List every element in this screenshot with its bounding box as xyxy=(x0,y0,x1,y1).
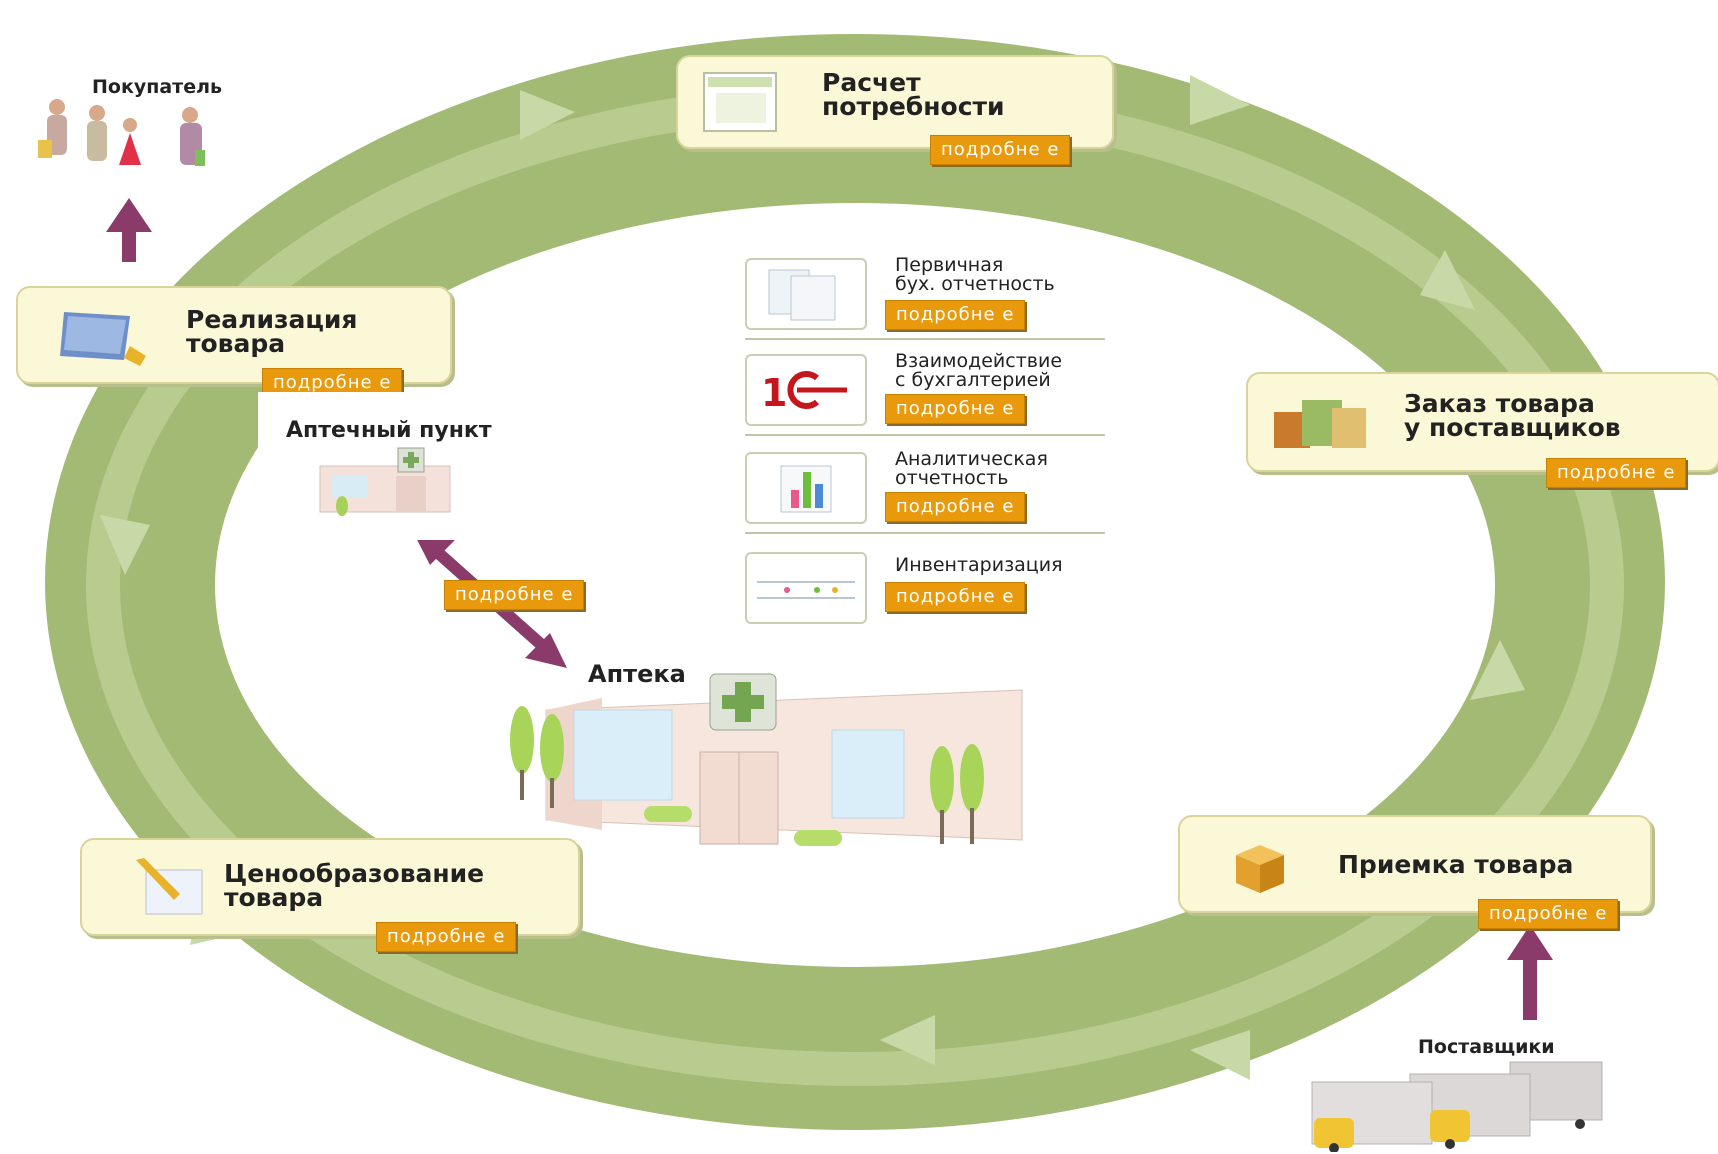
stage-receive-title: Приемка товара xyxy=(1338,850,1574,879)
stage-demand-title: Расчет потребности xyxy=(822,68,1005,121)
stage-order-more-button[interactable]: подробне е xyxy=(1546,458,1687,488)
stage-receive-card[interactable]: Приемка товара подробне е xyxy=(1178,815,1652,929)
ring-arrow-2 xyxy=(1190,75,1250,125)
stage-pricing-title: Ценообразование товара xyxy=(224,859,485,912)
link-more-button[interactable]: подробне е xyxy=(444,580,585,610)
supplier-arrow-shaft xyxy=(1523,955,1537,1020)
buyer-arrow-head xyxy=(106,198,152,232)
center-item-primary-docs-title: Первичная бух. отчетность xyxy=(895,254,1055,295)
boxes-icon xyxy=(1274,400,1366,448)
svg-text:1: 1 xyxy=(761,371,787,415)
trucks-icon xyxy=(1311,1061,1603,1152)
pos-terminal-icon xyxy=(60,312,146,366)
stage-demand-card[interactable]: Расчет потребности подробне е xyxy=(676,55,1114,165)
1c-logo-icon: 1 xyxy=(745,354,867,426)
pharmacy-label: Аптека xyxy=(588,660,686,688)
center-item-inventory-more[interactable]: подробне е xyxy=(885,582,1026,612)
ring-arrow-3 xyxy=(1420,250,1475,310)
bar-chart-icon xyxy=(745,452,867,524)
center-item-analytics-title: Аналитическая отчетность xyxy=(895,448,1048,489)
suppliers-label: Поставщики xyxy=(1418,1036,1555,1058)
pharmacy-point-label: Аптечный пункт xyxy=(286,418,492,443)
center-item-analytics-more[interactable]: подробне е xyxy=(885,492,1026,522)
supplier-arrow-head xyxy=(1507,925,1553,960)
stage-order-card[interactable]: Заказ товара у поставщиков подробне е xyxy=(1246,372,1718,488)
center-item-primary-docs-more[interactable]: подробне е xyxy=(885,300,1026,330)
shoppers-icon xyxy=(38,99,205,166)
link-arrow-head-2 xyxy=(525,633,567,668)
center-item-inventory-title: Инвентаризация xyxy=(895,554,1063,576)
buyer-label: Покупатель xyxy=(92,76,223,98)
stage-sale-title: Реализация товара xyxy=(186,305,358,358)
stage-receive-more-button[interactable]: подробне е xyxy=(1478,899,1619,929)
open-box-icon xyxy=(1236,845,1284,893)
ring-arrow-4 xyxy=(1470,640,1525,700)
pencil-document-icon xyxy=(136,858,203,915)
stage-sale-card[interactable]: Реализация товара подробне е xyxy=(16,286,452,398)
stage-pricing-card[interactable]: Ценообразование товара подробне е xyxy=(80,838,580,952)
stage-pricing-more-button[interactable]: подробне е xyxy=(376,922,517,952)
center-item-accounting[interactable]: 1 Взаимодействие с бухгалтерией подробне… xyxy=(745,348,1105,436)
center-item-analytics[interactable]: Аналитическая отчетность подробне е xyxy=(745,446,1105,534)
center-item-accounting-title: Взаимодействие с бухгалтерией xyxy=(895,350,1063,391)
ring-arrow-8 xyxy=(100,515,150,575)
center-item-accounting-more[interactable]: подробне е xyxy=(885,394,1026,424)
pharmacy-point-building-icon xyxy=(319,447,451,516)
ring-arrow-1 xyxy=(520,90,575,140)
center-item-primary-docs[interactable]: Первичная бух. отчетность подробне е xyxy=(745,252,1105,340)
pharmacy-building-icon xyxy=(510,673,1023,846)
stage-order-title: Заказ товара у поставщиков xyxy=(1404,389,1621,442)
stage-demand-more-button[interactable]: подробне е xyxy=(930,135,1071,165)
buyer-arrow-shaft xyxy=(122,230,136,262)
ring-arrow-6 xyxy=(880,1015,935,1065)
inventory-shelves-icon xyxy=(745,552,867,624)
documents-icon xyxy=(745,258,867,330)
calculator-window-icon xyxy=(703,72,777,132)
center-item-inventory[interactable]: Инвентаризация подробне е xyxy=(745,546,1105,632)
ring-arrow-5 xyxy=(1190,1030,1250,1080)
